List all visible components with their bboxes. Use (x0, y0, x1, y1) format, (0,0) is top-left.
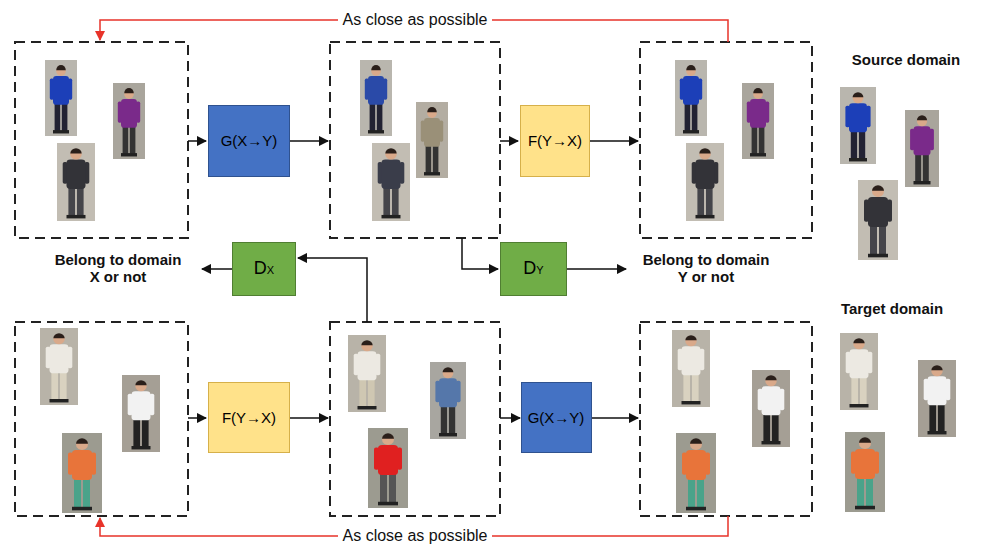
person-photo (686, 143, 724, 221)
output-arrow (202, 268, 232, 270)
person-photo (672, 330, 710, 407)
flow-arrow (188, 417, 206, 419)
person-photo (752, 370, 790, 447)
line-label: As close as possible (338, 527, 493, 545)
box-label: F(Y→X) (528, 132, 582, 150)
person-photo (905, 110, 939, 187)
domain-title: Target domain (841, 300, 943, 317)
person-photo (360, 60, 392, 136)
person-photo (348, 335, 386, 412)
generator-box: F(Y→X) (520, 105, 590, 177)
person-photo (40, 328, 78, 405)
flow-arrow (500, 417, 520, 419)
person-photo (57, 143, 95, 221)
image-group-frame (15, 42, 188, 238)
person-photo (845, 432, 885, 512)
flow-arrow (290, 140, 328, 142)
output-arrow (567, 268, 626, 270)
discriminator-box: DY (500, 242, 567, 296)
flow-arrow (590, 140, 638, 142)
image-group-frame (640, 322, 812, 516)
line-label: As close as possible (338, 11, 493, 29)
person-photo (45, 60, 77, 136)
image-group-frame (330, 322, 500, 516)
generator-box: F(Y→X) (208, 382, 290, 453)
box-label: DY (523, 258, 543, 280)
discriminator-box: DX (232, 242, 296, 296)
person-photo (840, 333, 878, 410)
person-photo (742, 83, 774, 159)
output-label: Belong to domain Y or not (639, 251, 773, 286)
person-photo (416, 102, 448, 178)
flow-arrow (188, 140, 206, 142)
box-label: G(X→Y) (221, 132, 278, 150)
person-photo (676, 433, 716, 513)
box-label: G(X→Y) (528, 409, 585, 427)
generator-box: G(X→Y) (208, 105, 290, 177)
person-photo (122, 375, 160, 452)
person-photo (113, 83, 145, 159)
box-label: F(Y→X) (222, 409, 276, 427)
person-photo (368, 428, 408, 508)
image-group-frame (640, 42, 812, 238)
flow-arrow (500, 140, 518, 142)
generator-box: G(X→Y) (521, 382, 592, 453)
flow-arrow (462, 238, 498, 269)
image-group-frame (330, 42, 500, 238)
person-photo (918, 360, 956, 437)
flow-arrow (590, 417, 638, 419)
person-photo (372, 143, 410, 221)
person-photo (430, 362, 466, 439)
flow-arrow (290, 417, 328, 419)
person-photo (840, 87, 876, 164)
person-photo (62, 433, 102, 513)
image-group-frame (15, 322, 188, 516)
box-label: DX (254, 258, 274, 280)
output-label: Belong to domain X or not (51, 251, 185, 286)
flow-arrow (298, 258, 367, 322)
person-photo (858, 180, 898, 260)
person-photo (675, 60, 707, 136)
domain-title: Source domain (852, 51, 960, 68)
